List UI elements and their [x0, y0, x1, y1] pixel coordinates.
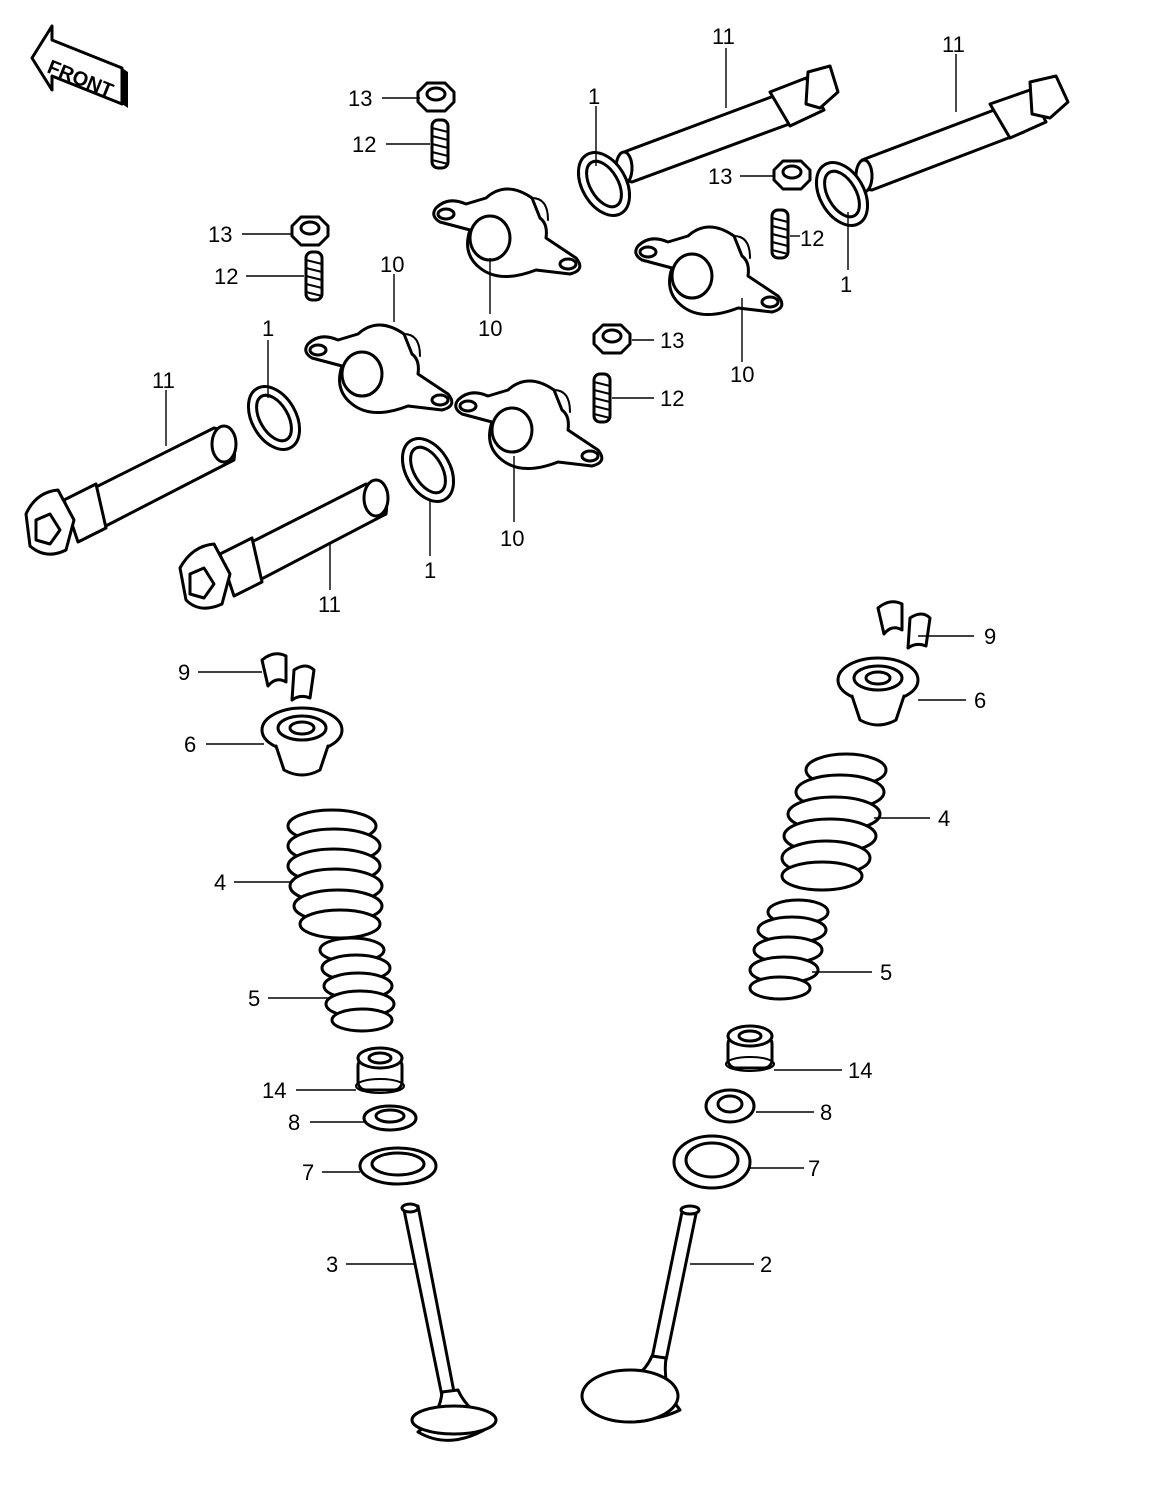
callout-8: 8: [820, 1100, 832, 1125]
lock-nut-icon: [416, 81, 456, 113]
washer-ring-icon: [236, 376, 312, 460]
spring-seat-small-icon: [362, 1104, 418, 1132]
callout-10: 10: [380, 252, 404, 277]
spring-retainer-icon: [260, 706, 344, 777]
callout-5: 5: [880, 960, 892, 985]
callout-11: 11: [942, 32, 965, 57]
callout-12: 12: [660, 386, 684, 411]
washer-ring-icon: [390, 428, 466, 512]
lock-nut-icon: [290, 215, 330, 247]
rocker-shaft-icon: [614, 64, 840, 186]
callout-12: 12: [800, 226, 824, 251]
callout-11: 11: [712, 24, 735, 49]
split-keeper-icon: [260, 652, 316, 702]
callout-9: 9: [984, 624, 996, 649]
callout-14: 14: [848, 1058, 872, 1083]
callout-10: 10: [730, 362, 754, 387]
adjusting-screw-icon: [592, 372, 612, 424]
adjusting-screw-icon: [770, 208, 790, 260]
callout-labels: 13 12 13 12 13 12 13 12 1 1 1 1 11 11 11…: [152, 24, 996, 1277]
callout-13: 13: [660, 328, 684, 353]
callout-1: 1: [262, 316, 274, 341]
exhaust-valve-icon: [400, 1202, 498, 1442]
rocker-arm-icon: [454, 379, 604, 471]
callout-6: 6: [974, 688, 986, 713]
intake-valve-icon: [580, 1204, 701, 1424]
spring-seat-icon: [358, 1146, 438, 1186]
callout-1: 1: [840, 272, 852, 297]
callout-7: 7: [808, 1156, 820, 1181]
inner-spring-icon: [748, 898, 830, 1001]
spring-seat-small-icon: [704, 1088, 756, 1124]
spring-seat-icon: [672, 1134, 752, 1190]
lock-nut-icon: [592, 323, 632, 355]
callout-4: 4: [214, 870, 226, 895]
outer-spring-icon: [286, 808, 384, 940]
callout-1: 1: [424, 558, 436, 583]
callout-13: 13: [208, 222, 232, 247]
outer-spring-icon: [780, 752, 888, 892]
callout-7: 7: [302, 1160, 314, 1185]
callout-8: 8: [288, 1110, 300, 1135]
callout-11: 11: [152, 368, 175, 393]
rocker-shaft-icon: [24, 424, 238, 556]
rocker-shaft-icon: [178, 478, 390, 610]
lock-nut-icon: [772, 159, 812, 191]
spring-retainer-icon: [836, 656, 920, 727]
callout-14: 14: [262, 1078, 286, 1103]
split-keeper-icon: [876, 600, 932, 650]
callout-12: 12: [214, 264, 238, 289]
rocker-arm-icon: [634, 225, 784, 317]
callout-6: 6: [184, 732, 196, 757]
callout-4: 4: [938, 806, 950, 831]
leader-lines: [165, 48, 974, 1265]
callout-1: 1: [588, 84, 600, 109]
valve-stem-seal-icon: [724, 1024, 776, 1073]
front-arrow-icon: FRONT: [30, 24, 128, 108]
callout-3: 3: [326, 1252, 338, 1277]
callout-10: 10: [478, 316, 502, 341]
callout-5: 5: [248, 986, 260, 1011]
rocker-arm-icon: [432, 187, 582, 279]
callout-13: 13: [348, 86, 372, 111]
rocker-shaft-icon: [854, 74, 1070, 194]
callout-11: 11: [318, 592, 341, 617]
callout-10: 10: [500, 526, 524, 551]
rocker-arm-icon: [304, 323, 454, 415]
adjusting-screw-icon: [430, 118, 450, 170]
callout-13: 13: [708, 164, 732, 189]
callout-9: 9: [178, 660, 190, 685]
adjusting-screw-icon: [304, 250, 324, 302]
inner-spring-icon: [318, 936, 396, 1033]
callout-2: 2: [760, 1252, 772, 1277]
callout-12: 12: [352, 132, 376, 157]
valve-stem-seal-icon: [354, 1046, 406, 1095]
